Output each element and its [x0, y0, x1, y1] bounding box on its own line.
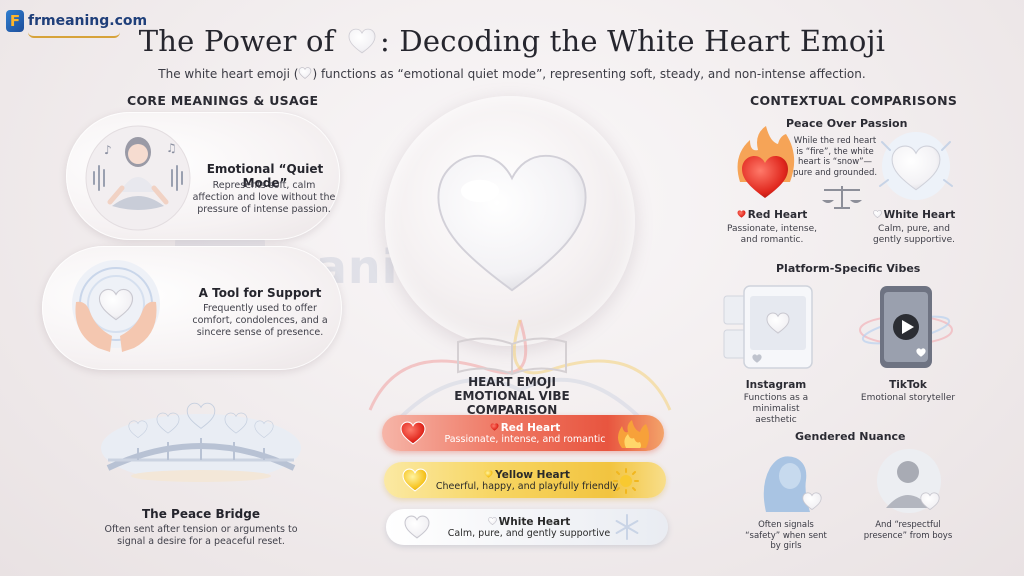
meditating-woman-icon: ♪ ♫	[85, 125, 191, 231]
title-part-2: : Decoding the White Heart Emoji	[380, 24, 886, 58]
quiet-mode-text: Represents soft, calm affection and love…	[192, 180, 336, 215]
vibe-comparison-title: HEART EMOJI EMOTIONAL VIBE COMPARISON	[430, 375, 594, 417]
band-yellow-desc: Cheerful, happy, and playfully friendly	[435, 480, 619, 492]
band-red-label: Red Heart	[500, 421, 561, 434]
gender-heading: Gendered Nuance	[795, 430, 906, 443]
peace-callout: While the red heart is “fire”, the white…	[792, 136, 878, 178]
contextual-heading: CONTEXTUAL COMPARISONS	[750, 93, 958, 108]
vibe-title-line-1: HEART EMOJI	[468, 375, 556, 389]
support-text: Frequently used to offer comfort, condol…	[192, 303, 328, 338]
ctx-white-label: White Heart	[883, 209, 956, 221]
band-white-desc: Calm, pure, and gently supportive	[447, 527, 611, 539]
peace-over-passion-heading: Peace Over Passion	[786, 117, 908, 130]
sun-icon	[613, 468, 639, 494]
band-white-label: White Heart	[498, 515, 571, 528]
logo-badge-icon: F	[6, 10, 24, 32]
gender-boys-note: And “respectful presence” from boys	[863, 520, 953, 541]
ctx-red-label: Red Heart	[747, 209, 808, 221]
hands-holding-heart-icon	[72, 260, 160, 352]
support-title: A Tool for Support	[198, 286, 322, 300]
ctx-red-heart-name: Red Heart	[722, 209, 822, 221]
peace-bridge-icon	[101, 402, 301, 482]
instagram-desc: Functions as a minimalist aesthetic	[743, 393, 809, 425]
band-white-heart: White Heart Calm, pure, and gently suppo…	[386, 509, 668, 545]
white-heart-icon	[299, 67, 312, 79]
girl-silhouette-icon	[763, 456, 822, 512]
ctx-white-heart-desc: Calm, pure, and gently supportive.	[873, 224, 955, 245]
support-card: A Tool for Support Frequently used to of…	[42, 246, 342, 370]
snowflake-icon	[615, 514, 639, 540]
yellow-heart-icon	[402, 468, 428, 492]
fire-icon	[618, 420, 649, 448]
snow-heart-icon	[879, 132, 953, 200]
gender-girls-note: Often signals “safety” when sent by girl…	[745, 520, 827, 551]
tiktok-video-icon	[859, 286, 953, 368]
band-yellow-label: Yellow Heart	[495, 468, 570, 481]
yellow-heart-icon	[484, 469, 493, 478]
platform-heading: Platform-Specific Vibes	[776, 262, 921, 275]
page-subtitle: The white heart emoji ( ) functions as “e…	[0, 67, 1024, 81]
title-part-1: The Power of	[138, 24, 335, 58]
band-red-name: Red Heart	[426, 422, 624, 434]
fire-heart-icon	[737, 126, 795, 198]
tiktok-desc: Emotional storyteller	[860, 393, 956, 403]
red-heart-icon	[737, 210, 746, 218]
white-heart-icon	[348, 28, 376, 54]
quiet-mode-title: Emotional “Quiet Mode”	[206, 162, 324, 190]
instagram-name: Instagram	[745, 379, 807, 391]
quiet-mode-card: ♪ ♫ Emotional “Quiet Mode” Represents so…	[66, 112, 340, 240]
large-white-heart-icon	[437, 154, 587, 292]
band-red-desc: Passionate, intense, and romantic	[444, 433, 606, 445]
band-white-name: White Heart	[430, 516, 628, 528]
red-heart-icon	[400, 421, 426, 445]
band-red-heart: Red Heart Passionate, intense, and roman…	[382, 415, 664, 451]
white-heart-icon	[404, 515, 430, 539]
ctx-white-heart-name: White Heart	[862, 209, 966, 221]
vibe-title-line-2: EMOTIONAL VIBE COMPARISON	[454, 389, 570, 417]
boy-silhouette-icon	[877, 449, 941, 513]
logo-text: frmeaning.com	[28, 13, 148, 29]
peace-bridge-text: Often sent after tension or arguments to…	[104, 524, 298, 547]
page-title: The Power of : Decoding the White Heart …	[0, 24, 1024, 58]
ctx-red-heart-desc: Passionate, intense, and romantic.	[727, 224, 817, 245]
svg-text:♪: ♪	[104, 143, 112, 157]
open-book-icon	[457, 337, 567, 376]
core-meanings-heading: CORE MEANINGS & USAGE	[127, 93, 319, 108]
instagram-post-icon	[723, 285, 813, 369]
subtitle-part-1: The white heart emoji (	[158, 67, 299, 81]
red-heart-icon	[490, 422, 499, 431]
subtitle-part-2: ) functions as “emotional quiet mode”, r…	[312, 67, 866, 81]
svg-text:♫: ♫	[166, 141, 177, 155]
band-yellow-name: Yellow Heart	[428, 469, 626, 481]
band-yellow-heart: Yellow Heart Cheerful, happy, and playfu…	[384, 462, 666, 498]
logo-book-icon	[28, 32, 120, 38]
white-heart-icon	[872, 210, 882, 218]
site-logo[interactable]: F frmeaning.com	[6, 10, 148, 38]
tiktok-name: TikTok	[889, 379, 927, 391]
balance-scale-icon	[822, 186, 862, 209]
white-heart-icon	[487, 516, 497, 525]
peace-bridge-title: The Peace Bridge	[141, 507, 260, 521]
